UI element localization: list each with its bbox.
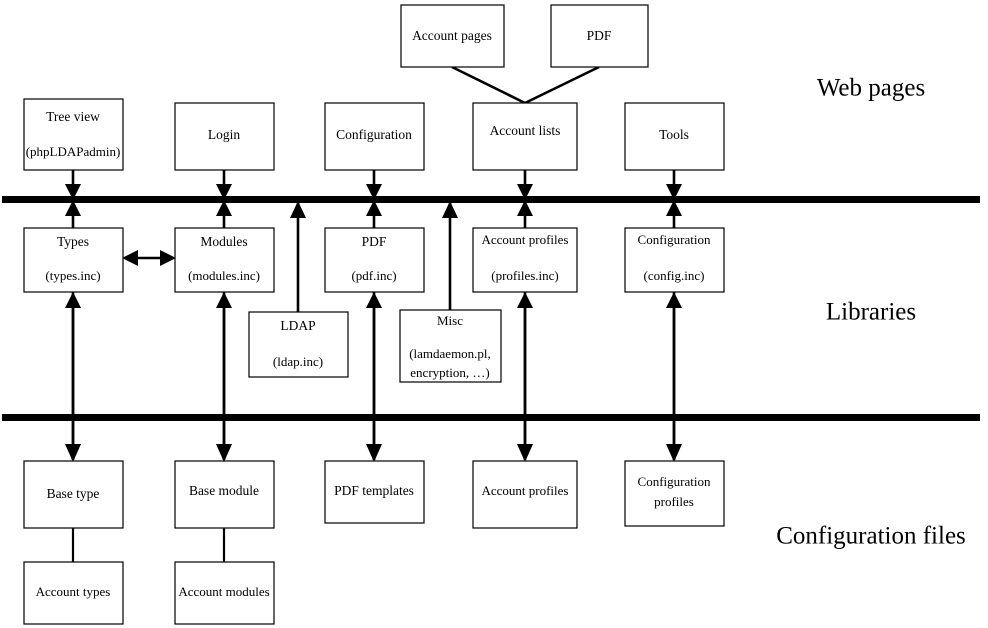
node-pdf-templates-label: PDF templates (334, 483, 414, 498)
section-label-libraries: Libraries (826, 299, 916, 326)
node-types-label: Types (57, 234, 89, 249)
node-account-profiles-lib-sublabel: (profiles.inc) (491, 268, 559, 283)
node-base-module-label: Base module (189, 483, 259, 498)
arrowhead-modules-up (216, 200, 232, 216)
node-modules[interactable]: Modules (modules.inc) (174, 227, 275, 293)
separator-bar-web-libraries (2, 196, 980, 203)
node-tree-view-sublabel: (phpLDAPadmin) (26, 144, 121, 159)
arrowhead-types-to-modules (160, 250, 176, 266)
arrowhead-configuration-lib-up (666, 200, 682, 216)
node-configuration-web-label: Configuration (336, 127, 412, 142)
node-base-type-label: Base type (47, 486, 100, 501)
node-ldap-sublabel: (ldap.inc) (273, 354, 323, 369)
connector-pdf-top-to-account-lists (524, 65, 600, 105)
node-pdf-lib[interactable]: PDF (pdf.inc) (324, 227, 425, 293)
node-modules-sublabel: (modules.inc) (188, 268, 260, 283)
arrowhead-tree-view-down (65, 184, 81, 200)
node-ldap[interactable]: LDAP (ldap.inc) (248, 311, 349, 378)
node-modules-label: Modules (200, 234, 247, 249)
arrowhead-configuration-web-down (366, 184, 382, 200)
node-configuration-lib-label: Configuration (638, 232, 711, 247)
node-account-types[interactable]: Account types (23, 561, 124, 625)
node-account-pages[interactable]: Account pages (400, 4, 505, 68)
node-configuration-web[interactable]: Configuration (324, 102, 425, 171)
arrowhead-ldap-up (290, 201, 306, 218)
arrowhead-login-down (216, 184, 232, 200)
node-types[interactable]: Types (types.inc) (23, 227, 124, 293)
node-configuration-profiles[interactable]: Configuration profiles (624, 460, 725, 527)
arrowhead-profiles-lib-down (517, 444, 533, 462)
arrowhead-account-profiles-lib-up (517, 200, 533, 216)
node-account-profiles-file-label: Account profiles (481, 483, 568, 498)
arrowhead-account-lists-down (517, 184, 533, 200)
node-account-profiles-file[interactable]: Account profiles (472, 460, 578, 529)
node-types-sublabel: (types.inc) (45, 268, 100, 283)
arrowhead-misc-up (442, 201, 458, 218)
node-tools-label: Tools (659, 127, 689, 142)
connector-account-pages-to-account-lists (451, 65, 526, 105)
node-configuration-profiles-label-line2: profiles (654, 494, 694, 509)
node-misc-sublabel-line2: encryption, …) (410, 365, 489, 380)
arrowhead-modules-down (216, 444, 232, 462)
node-account-modules[interactable]: Account modules (174, 561, 275, 625)
node-login[interactable]: Login (174, 102, 275, 171)
node-tree-view[interactable]: Tree view (phpLDAPadmin) (23, 98, 124, 171)
arrowhead-tools-down (666, 184, 682, 200)
node-base-module[interactable]: Base module (174, 460, 275, 529)
node-account-types-label: Account types (36, 584, 111, 599)
node-pdf-lib-label: PDF (362, 234, 387, 249)
node-base-type[interactable]: Base type (23, 460, 124, 529)
node-account-modules-label: Account modules (178, 584, 269, 599)
node-pdf-top[interactable]: PDF (550, 4, 649, 68)
node-account-profiles-lib[interactable]: Account profiles (profiles.inc) (472, 227, 578, 293)
node-account-lists[interactable]: Account lists (472, 102, 578, 171)
node-tools[interactable]: Tools (624, 102, 725, 171)
node-login-label: Login (208, 127, 240, 142)
node-misc-label: Misc (437, 313, 463, 328)
node-ldap-label: LDAP (280, 318, 315, 333)
arrowhead-pdf-lib-up (366, 200, 382, 216)
node-account-lists-label: Account lists (490, 123, 561, 138)
node-configuration-profiles-label-line1: Configuration (638, 474, 711, 489)
section-label-web-pages: Web pages (817, 75, 925, 102)
node-tree-view-label: Tree view (46, 109, 100, 124)
node-account-pages-label: Account pages (412, 28, 492, 43)
node-account-profiles-lib-label: Account profiles (481, 232, 568, 247)
node-misc-sublabel-line1: (lamdaemon.pl, (409, 346, 491, 361)
arrowhead-config-lib-down (666, 444, 682, 462)
arrowhead-types-down (65, 444, 81, 462)
arrowhead-types-up (65, 200, 81, 216)
node-configuration-lib[interactable]: Configuration (config.inc) (624, 227, 725, 293)
node-misc[interactable]: Misc (lamdaemon.pl, encryption, …) (399, 309, 502, 383)
node-pdf-lib-sublabel: (pdf.inc) (351, 268, 396, 283)
arrowhead-pdf-lib-down (366, 444, 382, 462)
node-configuration-lib-sublabel: (config.inc) (643, 268, 704, 283)
node-pdf-top-label: PDF (587, 28, 612, 43)
arrowhead-modules-to-types (122, 250, 138, 266)
section-label-configuration-files: Configuration files (776, 523, 966, 550)
node-pdf-templates[interactable]: PDF templates (324, 460, 425, 524)
separator-bar-libraries-config (2, 414, 980, 421)
